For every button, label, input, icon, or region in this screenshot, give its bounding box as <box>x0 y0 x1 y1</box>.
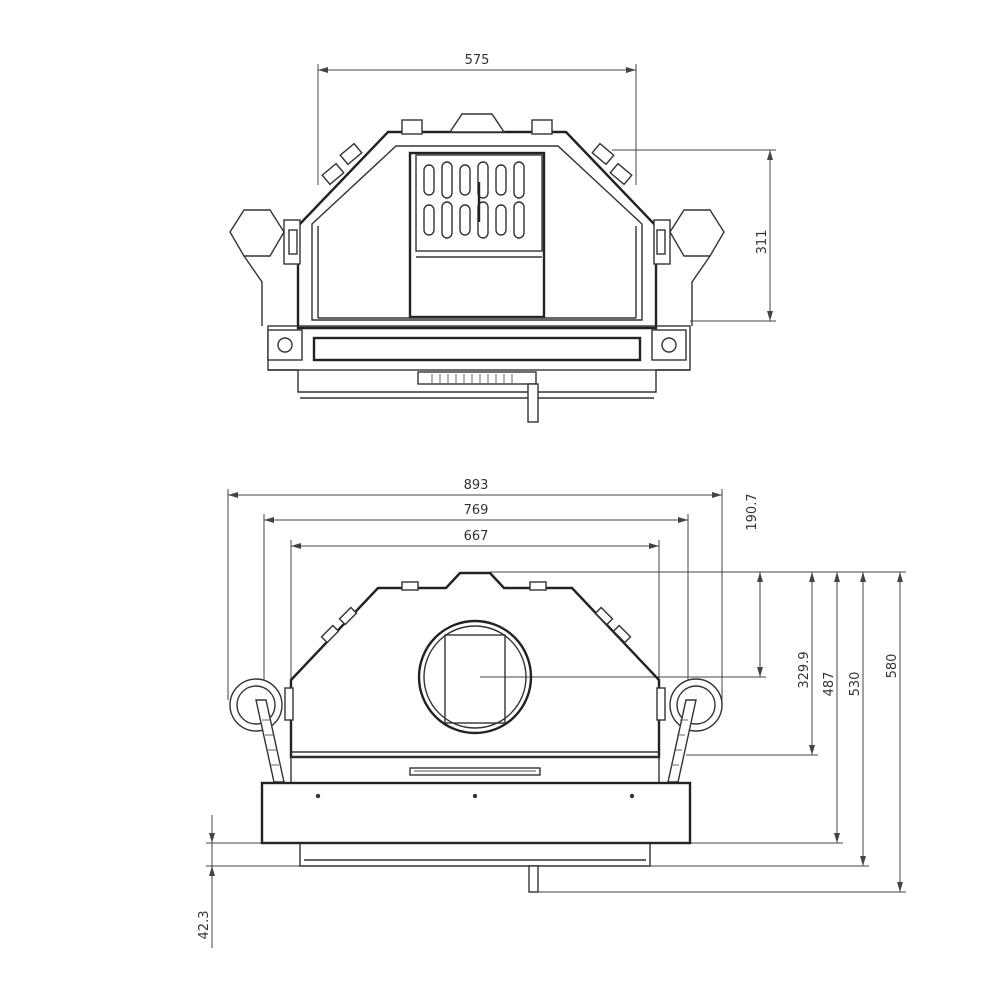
dim-height-total-label: 580 <box>885 654 900 679</box>
dim-front-width-outer-label: 893 <box>464 478 489 493</box>
dim-top-width-label: 575 <box>465 53 490 68</box>
dim-flue-height-label: 329.9 <box>797 651 812 688</box>
vent-slots <box>423 161 525 239</box>
dim-top-height-label: 311 <box>755 230 770 255</box>
dim-height-total: 580 <box>490 571 906 893</box>
dim-top-height: 311 <box>612 149 776 322</box>
dim-base-step-label: 42.3 <box>197 911 212 940</box>
dim-height-body: 530 <box>650 572 869 867</box>
dim-height-body-label: 530 <box>848 672 863 697</box>
dim-flue-offset: 190.7 <box>480 493 766 678</box>
dim-top-width: 575 <box>317 53 637 185</box>
dim-front-width-inner-label: 667 <box>464 529 489 544</box>
front-view: 893 769 667 190.7 <box>197 478 906 948</box>
dim-flue-offset-label: 190.7 <box>745 493 760 530</box>
dim-front-width-inner: 667 <box>290 529 660 680</box>
dim-height-glass: 487 <box>690 572 843 844</box>
dim-flue-height: 329.9 <box>686 572 818 756</box>
spring <box>431 374 513 383</box>
dim-front-width-mid: 769 <box>263 503 689 680</box>
dim-front-width-outer: 893 <box>227 478 723 700</box>
top-view: 575 311 <box>229 53 776 423</box>
dim-height-glass-label: 487 <box>822 672 837 697</box>
dim-front-width-mid-label: 769 <box>464 503 489 518</box>
dim-base-step: 42.3 <box>197 815 300 948</box>
